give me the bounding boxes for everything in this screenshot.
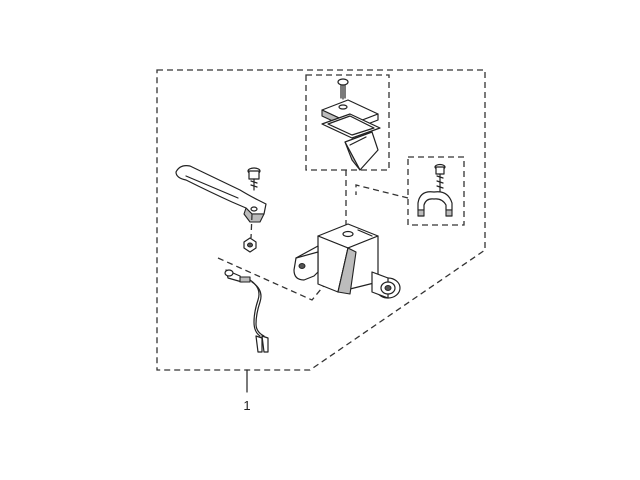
clamp-bolt <box>434 163 446 194</box>
switch-leader-line <box>217 257 327 301</box>
brake-lever <box>175 165 267 223</box>
brake-light-switch <box>224 269 269 353</box>
callout-label-1: 1 <box>243 398 250 413</box>
nut-leader-line <box>250 213 253 239</box>
master-cylinder-body <box>293 223 401 299</box>
diaphragm-boot <box>344 131 379 171</box>
assembly-boundary <box>156 69 486 371</box>
handlebar-clamp <box>417 191 453 217</box>
clamp-group-box <box>407 156 465 226</box>
reservoir-screw <box>337 78 349 100</box>
pivot-nut <box>243 237 257 253</box>
reservoir-cap-group-box <box>305 74 390 171</box>
clamp-leader-line <box>355 184 409 199</box>
pivot-bolt <box>247 167 261 191</box>
reservoir-diaphragm <box>321 113 381 139</box>
